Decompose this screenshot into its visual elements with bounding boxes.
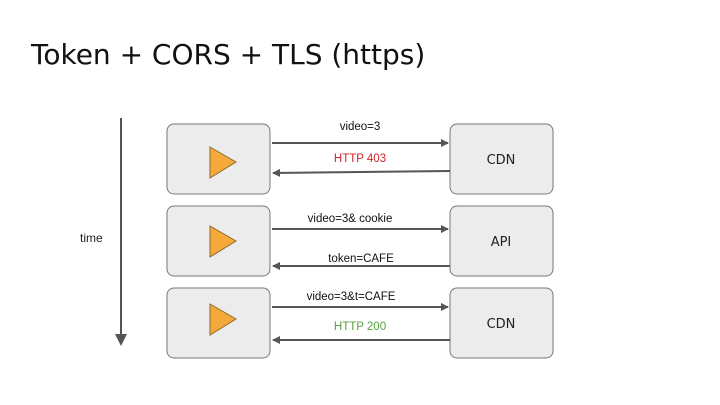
server-label: CDN — [487, 317, 516, 332]
play-icon — [209, 225, 237, 258]
server-label: CDN — [487, 153, 516, 168]
slide-title: Token + CORS + TLS (https) — [31, 38, 426, 71]
response-label: HTTP 403 — [334, 153, 386, 165]
exchange-row-2: API video=3& cookie token=CAFE — [166, 205, 554, 277]
play-icon — [209, 303, 237, 336]
time-label: time — [80, 231, 103, 245]
server-label: API — [491, 235, 512, 250]
exchange-row-3: CDN video=3&t=CAFE HTTP 200 — [166, 287, 554, 359]
response-arrow — [272, 168, 451, 177]
response-label: token=CAFE — [328, 253, 394, 265]
play-icon — [209, 146, 237, 179]
server-box[interactable] — [449, 123, 554, 195]
request-label: video=3& cookie — [308, 213, 393, 225]
response-label: HTTP 200 — [334, 321, 386, 333]
exchange-row-1: CDN video=3 HTTP 403 — [166, 121, 554, 195]
server-box[interactable] — [449, 287, 554, 359]
server-box[interactable] — [449, 205, 554, 277]
request-label: video=3 — [340, 121, 381, 133]
request-label: video=3&t=CAFE — [307, 291, 396, 303]
